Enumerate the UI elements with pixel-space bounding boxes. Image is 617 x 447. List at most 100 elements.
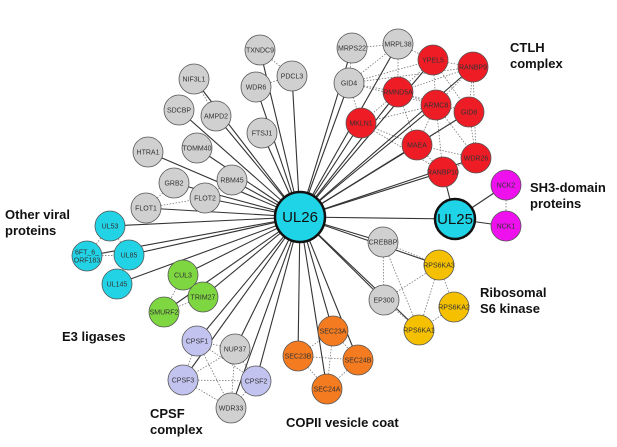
node-CUL3: CUL3 <box>167 259 199 291</box>
node-label: MAEA <box>407 143 427 150</box>
node-label: WDR33 <box>219 406 244 413</box>
node-label: CPSF3 <box>172 378 195 385</box>
node-circle <box>178 63 210 95</box>
node-label: SEC24A <box>314 387 341 394</box>
node-circle <box>240 365 272 397</box>
node-circle <box>94 210 126 242</box>
node-circle <box>427 156 459 188</box>
node-RBM45: RBM45 <box>216 164 248 196</box>
node-circle <box>453 96 485 128</box>
hub-circle <box>433 197 477 241</box>
node-HTRA1: HTRA1 <box>132 136 164 168</box>
node-SMURF2: SMURF2 <box>148 296 180 328</box>
node-circle <box>219 333 251 365</box>
node-6FT_6_ORF183: 6FT_6_ORF183 <box>71 240 103 272</box>
node-label: SEC24B <box>345 358 372 365</box>
hub-edge-UL26-RMND5A <box>299 91 399 218</box>
hub-UL25: UL25 <box>433 197 477 241</box>
node-circle <box>342 344 374 376</box>
node-circle <box>311 373 343 405</box>
node-UL53: UL53 <box>94 210 126 242</box>
hub-UL26: UL26 <box>273 190 327 244</box>
node-SEC24B: SEC24B <box>342 344 374 376</box>
node-TRIM27: TRIM27 <box>187 281 219 313</box>
node-label: TRIM27 <box>191 295 216 302</box>
node-TXNDC9: TXNDC9 <box>244 34 276 66</box>
node-CPSF3: CPSF3 <box>167 364 199 396</box>
node-AMPD2: AMPD2 <box>200 100 232 132</box>
hub-edge-UL26-UL85 <box>128 216 301 256</box>
node-label: MKLN1 <box>349 121 372 128</box>
node-label: CPSF1 <box>186 339 209 346</box>
node-label: NCK2 <box>497 183 516 190</box>
node-circle <box>460 142 492 174</box>
hub-edge-UL26-UL53 <box>109 216 301 227</box>
node-circle <box>158 167 190 199</box>
node-WDR33: WDR33 <box>215 392 247 424</box>
node-label: GRB2 <box>164 181 183 188</box>
node-circle <box>401 129 433 161</box>
node-NIF3L1: NIF3L1 <box>178 63 210 95</box>
node-SEC24A: SEC24A <box>311 373 343 405</box>
node-label: UL85 <box>121 253 138 260</box>
node-RPS6KA3: RPS6KA3 <box>423 249 455 281</box>
node-circle <box>187 281 219 313</box>
node-WDR26: WDR26 <box>460 142 492 174</box>
node-circle <box>457 51 489 83</box>
node-label: NCK1 <box>497 224 516 231</box>
hub-nodes: UL26 UL25 <box>273 190 477 244</box>
hub-edge-UL26-ARMC8 <box>299 104 437 218</box>
node-label: RBM45 <box>220 178 243 185</box>
node-RPS6KA1: RPS6KA1 <box>403 314 435 346</box>
node-circle <box>215 392 247 424</box>
node-label: CUL3 <box>174 273 192 280</box>
node-circle <box>423 249 455 281</box>
node-MRPS22: MRPS22 <box>336 32 368 64</box>
node-RMND5A: RMND5A <box>382 76 414 108</box>
node-UL145: UL145 <box>101 268 133 300</box>
node-label: GID4 <box>341 81 357 88</box>
node-label: CREBBP <box>369 240 398 247</box>
node-circle <box>101 268 133 300</box>
hub-edge-UL26-CPSF2 <box>255 216 301 382</box>
node-circle <box>438 291 470 323</box>
node-circle <box>181 132 213 164</box>
node-circle <box>216 164 248 196</box>
node-circle <box>490 169 522 201</box>
node-circle <box>246 117 278 149</box>
node-circle <box>368 284 400 316</box>
node-NCK1: NCK1 <box>490 210 522 242</box>
group-label-copii: COPII vesicle coat <box>286 415 399 430</box>
node-NCK2: NCK2 <box>490 169 522 201</box>
hub-edge-UL26-RPS6KA1 <box>299 216 420 331</box>
node-label: EP300 <box>373 298 394 305</box>
node-YPEL5: YPEL5 <box>417 44 449 76</box>
node-label: RANBP10 <box>427 170 459 177</box>
node-label: RPS6KA2 <box>438 305 470 312</box>
hub-edge-UL26-UL145 <box>116 216 301 285</box>
node-label: SEC23A <box>320 329 347 336</box>
node-TOMM40: TOMM40 <box>181 132 213 164</box>
node-UL85: UL85 <box>113 239 145 271</box>
hub-label: UL26 <box>282 209 318 226</box>
node-label: FLOT1 <box>135 206 157 213</box>
hub-edge-UL26-SEC24A <box>299 216 328 390</box>
node-circle <box>240 71 272 103</box>
node-circle <box>282 340 314 372</box>
node-circle <box>167 364 199 396</box>
node-circle <box>382 76 414 108</box>
node-RANBP10: RANBP10 <box>427 156 459 188</box>
node-circle <box>367 226 399 258</box>
hub-circle <box>273 190 327 244</box>
cluster-edge-UL85-UL145 <box>116 254 130 285</box>
node-circle <box>333 67 365 99</box>
node-MKLN1: MKLN1 <box>345 107 377 139</box>
node-FTSJ1: FTSJ1 <box>246 117 278 149</box>
cluster-edge-ARMC8-RANBP10 <box>435 104 444 173</box>
node-EP300: EP300 <box>368 284 400 316</box>
